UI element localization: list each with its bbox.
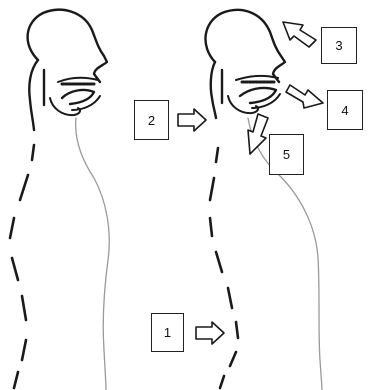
right-head-outline	[205, 10, 285, 82]
right-back-of-neck	[211, 62, 216, 118]
label-box-5: 5	[269, 134, 304, 175]
left-head-outline	[28, 10, 107, 82]
left-upper-lip	[58, 78, 98, 82]
label-box-1: 1	[151, 313, 184, 352]
right-jaw	[228, 96, 258, 113]
label-box-4: 4	[327, 90, 363, 130]
left-back-of-neck	[29, 60, 38, 130]
label-box-3: 3	[321, 27, 357, 64]
arrow-group	[178, 22, 323, 344]
arrow-1-right	[196, 322, 224, 344]
arrow-4-down-right	[286, 85, 323, 108]
left-jaw	[50, 98, 80, 115]
right-spine-dashes	[210, 148, 238, 388]
left-figure	[10, 10, 109, 390]
left-front-body-outline	[76, 118, 110, 390]
label-box-2: 2	[134, 100, 169, 140]
right-tongue	[240, 88, 276, 103]
arrow-3-up-left	[283, 22, 316, 47]
arrow-2-right	[178, 109, 206, 131]
left-spine-dashes	[10, 145, 34, 388]
left-tongue	[62, 90, 94, 104]
right-upper-lip	[236, 76, 278, 80]
